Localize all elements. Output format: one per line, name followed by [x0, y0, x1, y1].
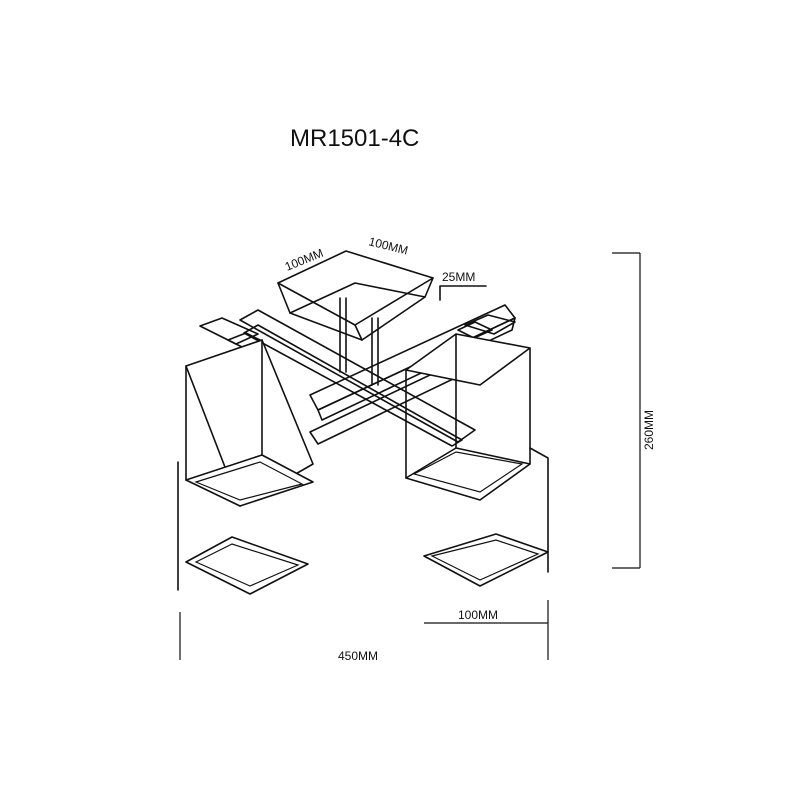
lamp-shade-right	[405, 333, 531, 501]
arm-thickness-marker	[439, 285, 487, 301]
dim-canopy-side-a: 100MM	[283, 246, 325, 274]
ceiling-canopy	[277, 250, 434, 386]
lamp-diffuser-left	[177, 461, 309, 595]
dim-label-arm-thickness: 25MM	[442, 270, 475, 284]
dim-label-canopy-side-a: 100MM	[283, 246, 325, 274]
arm-end-right	[457, 314, 516, 339]
dim-canopy-side-b: 100MM	[367, 234, 409, 257]
dim-total-height: 260MM	[612, 252, 656, 569]
dim-label-total-height: 260MM	[642, 410, 656, 450]
cross-arm-a	[239, 309, 476, 447]
dim-shade-width: 100MM	[424, 600, 549, 660]
dim-arm-thickness: 25MM	[442, 270, 475, 284]
lamp-diffuser-right	[423, 447, 549, 587]
model-title: MR1501-4C	[290, 125, 419, 152]
dim-label-total-width: 450MM	[338, 649, 378, 663]
lamp-shade-left	[185, 339, 314, 507]
dim-total-width: 450MM	[179, 612, 378, 663]
dim-label-canopy-side-b: 100MM	[367, 234, 409, 257]
dim-label-shade-width: 100MM	[458, 608, 498, 622]
